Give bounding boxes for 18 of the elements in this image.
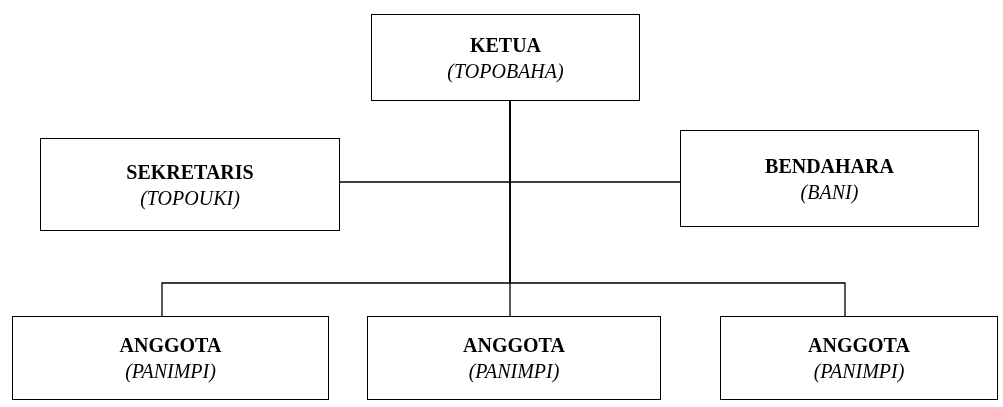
- org-box: [40, 138, 340, 231]
- role-title: ANGGOTA: [119, 333, 222, 358]
- role-subtitle: (TOPOUKI): [140, 185, 240, 211]
- role-title: ANGGOTA: [463, 333, 565, 358]
- role-subtitle: (PANIMPI): [468, 359, 560, 384]
- org-box: [12, 316, 329, 400]
- role-subtitle: (BANI): [800, 179, 859, 205]
- role-title: ANGGOTA: [808, 333, 910, 358]
- role-subtitle: (TOPOBAHA): [447, 58, 564, 84]
- role-subtitle: (PANIMPI): [125, 359, 216, 384]
- org-box: [680, 130, 979, 227]
- org-box: [720, 316, 998, 400]
- role-title: BENDAHARA: [765, 153, 894, 179]
- role-subtitle: (PANIMPI): [813, 359, 905, 384]
- org-box: [371, 14, 640, 101]
- org-box: [367, 316, 661, 400]
- role-title: KETUA: [469, 32, 542, 58]
- role-title: SEKRETARIS: [126, 159, 254, 185]
